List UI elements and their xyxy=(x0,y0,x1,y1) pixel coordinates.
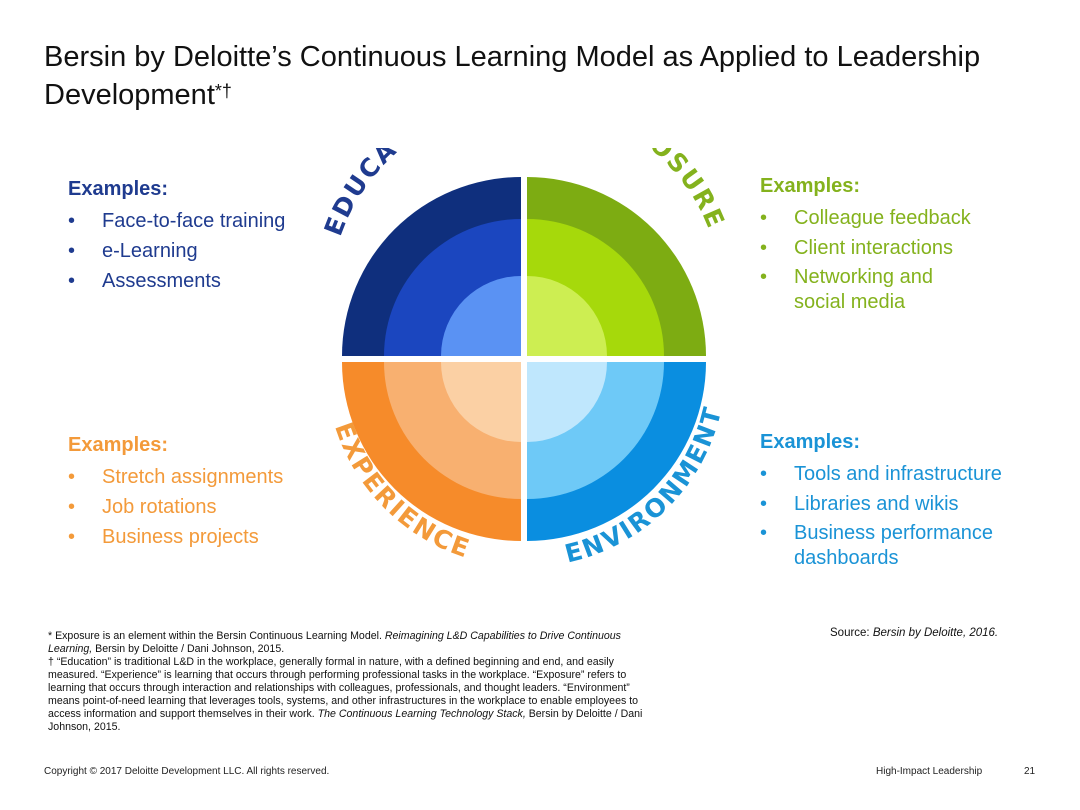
footnote-definitions: † “Education” is traditional L&D in the … xyxy=(48,656,643,733)
title-footnote-marks: *† xyxy=(214,81,232,101)
list-item: Libraries and wikis xyxy=(760,489,1014,519)
exposure-examples: Examples: Colleague feedback Client inte… xyxy=(760,171,971,315)
education-examples: Examples: Face-to-face training e-Learni… xyxy=(68,174,285,296)
list-item: Colleague feedback xyxy=(760,203,971,233)
education-examples-heading: Examples: xyxy=(68,178,169,200)
exposure-quadrant xyxy=(527,177,706,356)
footnotes: * Exposure is an element within the Bers… xyxy=(48,630,648,734)
page-title-text: Bersin by Deloitte’s Continuous Learning… xyxy=(44,41,981,111)
experience-quadrant xyxy=(342,362,521,541)
footnote-exposure: * Exposure is an element within the Bers… xyxy=(48,630,621,655)
list-item: Stretch assignments xyxy=(68,462,283,492)
experience-examples: Examples: Stretch assignments Job rotati… xyxy=(68,430,283,552)
page-number: 21 xyxy=(1024,766,1036,777)
environment-quadrant xyxy=(527,362,706,541)
education-quadrant xyxy=(342,177,521,356)
list-item: Business performance dashboards xyxy=(760,519,1014,571)
list-item: Assessments xyxy=(68,266,285,296)
environment-examples: Examples: Tools and infrastructure Libra… xyxy=(760,427,1014,571)
list-item: Face-to-face training xyxy=(68,206,285,236)
footer-section: High-Impact Leadership xyxy=(876,766,983,777)
list-item: Job rotations xyxy=(68,492,283,522)
environment-examples-heading: Examples: xyxy=(760,431,861,453)
list-item: Networking and social media xyxy=(760,263,944,315)
source-citation: Source: Bersin by Deloitte, 2016. xyxy=(830,627,999,639)
exposure-examples-heading: Examples: xyxy=(760,175,861,197)
list-item: Business projects xyxy=(68,522,283,552)
list-item: Client interactions xyxy=(760,233,971,263)
footer-copyright: Copyright © 2017 Deloitte Development LL… xyxy=(44,766,330,777)
experience-examples-heading: Examples: xyxy=(68,434,169,456)
list-item: Tools and infrastructure xyxy=(760,459,1014,489)
page-title: Bersin by Deloitte’s Continuous Learning… xyxy=(44,38,1044,114)
list-item: e-Learning xyxy=(68,236,285,266)
learning-model-diagram: EDUCATION EXPOSURE EXPERIENCE ENVIRONMEN… xyxy=(319,148,729,569)
